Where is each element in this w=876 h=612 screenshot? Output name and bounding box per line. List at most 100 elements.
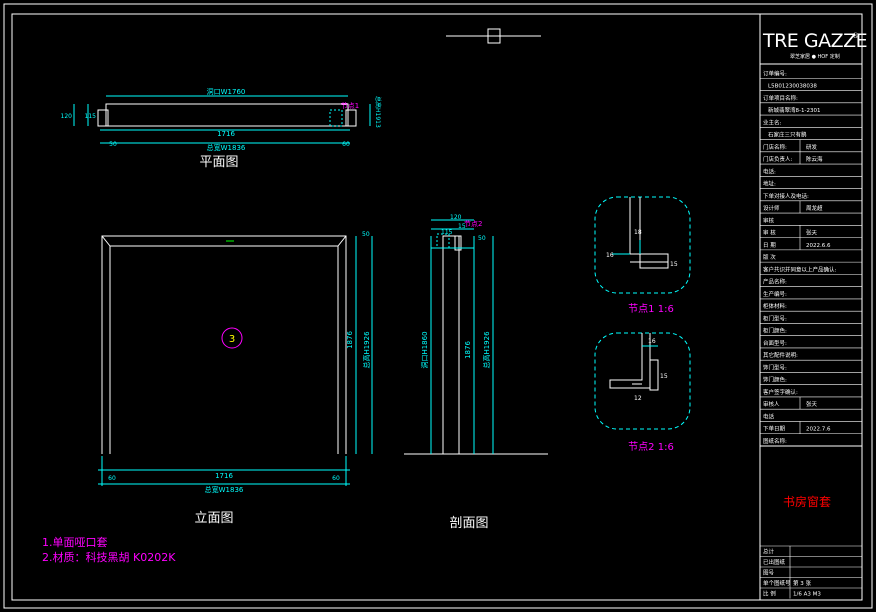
title-row-key: 客户签字确认: [763, 388, 798, 396]
title-row-key: 订单编号: [763, 69, 787, 77]
plan-small-left2: 115 [85, 113, 97, 120]
title-row-key: 设计师 [763, 204, 780, 212]
outer-border [3, 3, 873, 609]
detail2-dim-c: 12 [634, 395, 642, 402]
elev-inner-frame [109, 245, 339, 454]
title-row-key: 电话: [763, 167, 776, 175]
plan-small-left: 120 [61, 113, 73, 120]
section-top2: 15 [458, 223, 466, 230]
note-2: 2.材质：科技黑胡 K0202K [42, 550, 176, 564]
title-block: TRE GAZZE ® 翠芝家居 ● HOF 定制 订单编号: L5B012300… [759, 14, 868, 600]
elev-right-off: 60 [332, 475, 340, 482]
title-row-key: 柜体材料: [763, 302, 787, 310]
title-row-key: 生产编号: [763, 290, 787, 298]
plan-node-box [329, 109, 343, 127]
title-block-bottom: 总计已出图纸图号单个图纸号第 3 张比 例 1/6 A3 M3 [760, 545, 862, 599]
logo-mark: ® [852, 32, 859, 40]
title-row-key: 饰门型号: [763, 363, 787, 371]
title-row-value: 石家庄三只有鹅 [768, 131, 807, 139]
plan-right-off: 60 [342, 141, 350, 148]
section-label: 剖面图 [449, 516, 488, 531]
title-row-key: 柜门型号: [763, 314, 787, 322]
title-row-key: 客户共识并同意以上产品确认: [763, 265, 837, 273]
title-bottom-value: 1/6 A3 M3 [793, 592, 821, 598]
title-row-value: 研发 [806, 143, 818, 151]
detail2-dim-b: 15 [660, 373, 668, 380]
title-row-value: 2022.6.6 [806, 243, 831, 249]
title-row-key: 审核 [763, 216, 775, 224]
plan-label: 平面图 [199, 155, 238, 170]
elev-marker: 3 [229, 334, 235, 345]
section-top-off: 50 [478, 235, 486, 242]
elev-top-off: 50 [362, 231, 370, 238]
elevation-view: 3 1716 60 60 总宽W1836 1876 总高H1926 50 立面图 [98, 231, 373, 526]
elev-outer-frame [101, 235, 347, 454]
title-bottom-key: 图号 [763, 569, 775, 577]
detail1-dim-c: 15 [670, 261, 678, 268]
section-dim-left: 洞口H1860 [420, 331, 429, 368]
elev-left-off: 60 [108, 475, 116, 482]
logo-sub: 翠芝家居 ● HOF 定制 [790, 53, 840, 60]
detail1-dim-a: 18 [634, 229, 642, 236]
title-row-key: 门店负责人: [763, 155, 793, 163]
elev-marker-circle [221, 327, 243, 349]
plan-overall-dim: 1716 [217, 130, 235, 138]
title-row-key: 下单日期 [763, 425, 786, 433]
detail1-label: 节点1 1:6 [628, 303, 674, 315]
title-row-key: 日 期 [763, 242, 776, 249]
title-row-value: 张天 [806, 229, 818, 237]
title-row-key: 下单对接人及电话: [763, 192, 809, 200]
title-bottom-value: 第 3 张 [793, 579, 811, 587]
title-row-key: 电话 [763, 412, 775, 420]
plan-view: 洞口W1760 1716 50 60 总宽W1836 节点1 120 115 总… [61, 87, 382, 170]
note-1: 1.单面哑口套 [42, 536, 108, 549]
elev-total-dim: 总宽W1836 [205, 485, 244, 494]
title-row-value: 陈云海 [806, 155, 823, 163]
title-bottom-key: 总计 [763, 548, 775, 556]
title-bottom-key: 已出图纸 [763, 558, 786, 566]
title-row-key: 产品名称: [763, 278, 787, 286]
title-row-value: 张天 [806, 400, 818, 408]
plan-frame [105, 103, 349, 127]
title-row-key: 审 核 [763, 229, 776, 237]
logo-text: TRE GAZZE [762, 30, 867, 52]
detail2-label: 节点2 1:6 [628, 441, 674, 453]
title-row-key: 其它配件说明: [763, 351, 798, 359]
plan-right-jamb [345, 109, 357, 127]
title-row-key: 柜门颜色: [763, 327, 787, 335]
detail1-dim-b: 16 [606, 252, 614, 259]
detail2-dim-a: 16 [648, 338, 656, 345]
inner-border [11, 13, 863, 601]
title-row-key: 饰门颜色: [763, 376, 787, 384]
section-body [442, 235, 460, 455]
title-bottom-key: 单个图纸号 [763, 579, 791, 587]
plan-total-dim: 总宽W1836 [207, 143, 246, 152]
title-row-value: L5B01230038038 [768, 84, 817, 90]
title-row-key: 地址: [763, 180, 776, 188]
elev-right-dim2: 总高H1926 [362, 331, 371, 369]
plan-node-tag: 节点1 [341, 102, 359, 110]
plan-left-jamb [97, 109, 109, 127]
title-row-key: 台面型号: [763, 339, 787, 347]
section-view: 120 15 115 节点2 50 洞口H1860 1876 总高H1926 剖… [404, 214, 548, 531]
section-dim-mid: 1876 [464, 341, 472, 359]
plan-left-off: 50 [109, 141, 117, 148]
title-row-value: 2022.7.6 [806, 427, 831, 433]
title-block-rows: 订单编号:L5B01230038038订单项目名称:新城翡翠湾8-1-2301业… [760, 69, 862, 447]
plan-height-note: 总高H1913 [374, 96, 382, 128]
section-top1: 120 [450, 214, 462, 221]
title-bottom-key: 比 例 [763, 590, 776, 598]
title-row-key: 门店名称: [763, 143, 787, 151]
elev-overall-dim: 1716 [215, 472, 233, 480]
elev-label: 立面图 [194, 511, 233, 526]
title-row-key: 订单项目名称: [763, 94, 798, 102]
title-row-key: 图纸名称: [763, 437, 787, 445]
detail-node-1: 18 16 15 节点1 1:6 [594, 196, 691, 315]
title-row-key: 版 次 [763, 253, 776, 261]
title-row-key: 审核人 [763, 400, 780, 408]
section-node-tag: 节点2 [464, 220, 482, 228]
plan-top-dim: 洞口W1760 [207, 87, 246, 96]
title-row-value: 周龙超 [806, 204, 823, 212]
elev-right-dim1: 1876 [346, 331, 354, 349]
